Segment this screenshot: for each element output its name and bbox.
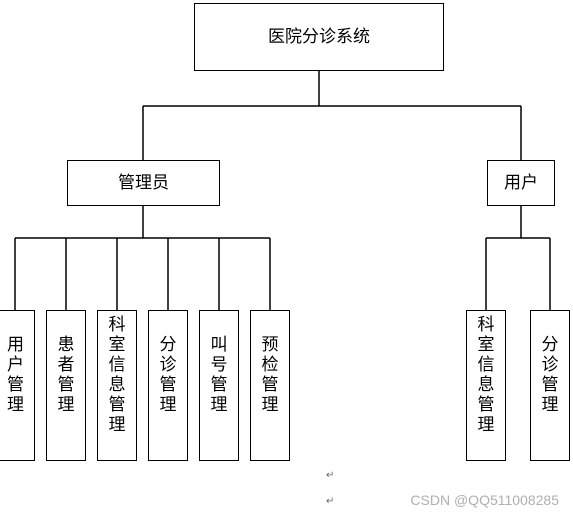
leaf-node-admin-4-label: 叫号管理 — [210, 335, 228, 415]
leaf-node-admin-5: 预检管理 — [250, 310, 290, 461]
paragraph-mark-1: ↵ — [326, 470, 335, 481]
leaf-node-admin-1: 患者管理 — [46, 310, 86, 461]
branch-node-admin-label: 管理员 — [118, 172, 169, 193]
branch-node-admin: 管理员 — [67, 160, 220, 206]
leaf-node-user-0: 科室信息管理 — [466, 310, 506, 461]
leaf-node-user-1: 分诊管理 — [530, 310, 570, 461]
root-node: 医院分诊系统 — [194, 3, 444, 71]
leaf-node-admin-2: 科室信息管理 — [97, 310, 137, 461]
leaf-node-admin-5-label: 预检管理 — [261, 335, 279, 415]
leaf-node-admin-2-label: 科室信息管理 — [108, 315, 126, 435]
leaf-node-admin-0: 用户管理 — [0, 310, 35, 461]
root-node-label: 医院分诊系统 — [268, 26, 370, 47]
leaf-node-admin-3: 分诊管理 — [148, 310, 188, 461]
leaf-node-user-0-label: 科室信息管理 — [477, 315, 495, 435]
branch-node-user: 用户 — [487, 160, 555, 206]
leaf-node-admin-0-label: 用户管理 — [7, 335, 24, 415]
watermark-text: CSDN @QQ511008285 — [410, 492, 559, 508]
leaf-node-admin-1-label: 患者管理 — [57, 335, 75, 415]
leaf-node-admin-4: 叫号管理 — [199, 310, 239, 461]
paragraph-mark-2: ↵ — [326, 496, 335, 507]
branch-node-user-label: 用户 — [504, 172, 538, 193]
leaf-node-admin-3-label: 分诊管理 — [159, 335, 177, 415]
leaf-node-user-1-label: 分诊管理 — [541, 335, 559, 415]
